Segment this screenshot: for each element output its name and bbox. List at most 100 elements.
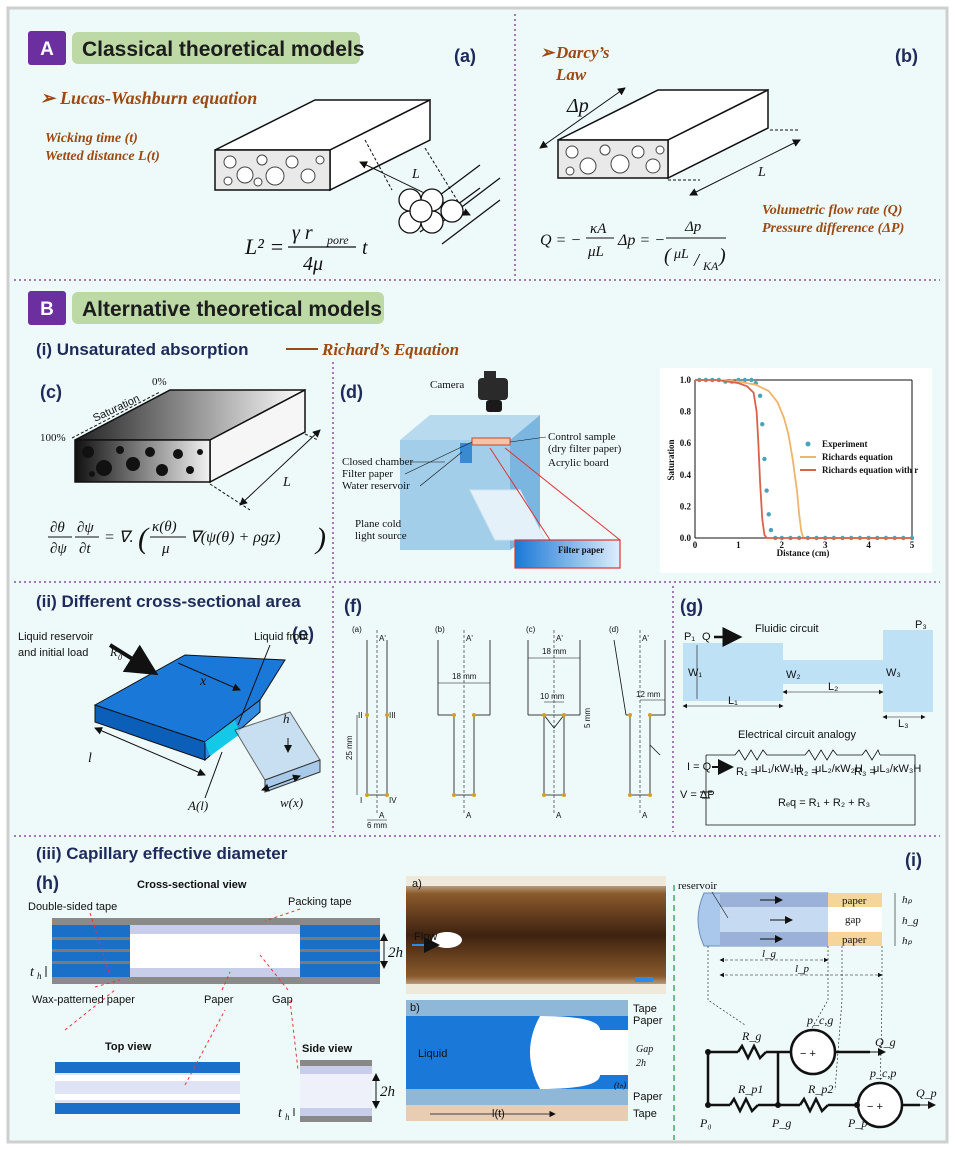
top-view-title: Top view	[105, 1041, 152, 1053]
closed-chamber-label: Closed chamber	[342, 456, 414, 468]
svg-text:p_c,g: p_c,g	[806, 1013, 833, 1027]
top-view: Top view	[55, 989, 240, 1114]
svg-text:L₁: L₁	[728, 695, 738, 707]
svg-text:hₚ: hₚ	[902, 935, 913, 947]
panel-h-label: (h)	[36, 873, 59, 893]
paper2-label: paper	[842, 934, 867, 946]
panel-b-dp: Δp	[566, 95, 589, 117]
camera-icon	[478, 378, 508, 400]
chart-point	[766, 512, 771, 517]
panel-b-var1: Volumetric flow rate (Q)	[762, 203, 902, 218]
section-a-badge	[28, 31, 66, 65]
gap-capillary-model: paper gap paper reservoir hₚ h_g hₚ l_g …	[678, 880, 937, 1130]
svg-text:h: h	[285, 1112, 290, 1122]
paper-label-bottom: Paper	[633, 1091, 663, 1103]
reservoir-label-1: Liquid reservoir	[18, 631, 94, 643]
panel-a-title: Lucas-Washburn equation	[59, 88, 257, 108]
svg-text:A': A'	[642, 634, 649, 643]
svg-text:(: (	[664, 245, 672, 267]
gap-label-right: Gap	[636, 1044, 653, 1055]
light-source-label-2: light source	[355, 530, 407, 542]
section-b-badge-text: B	[40, 299, 54, 320]
svg-text:P_p: P_p	[847, 1116, 867, 1130]
liquid-front-label: Liquid front	[254, 631, 308, 643]
chart-point	[760, 422, 765, 427]
double-tape-label: Double-sided tape	[28, 901, 117, 913]
wax-label: Wax-patterned paper	[32, 994, 135, 1006]
svg-text:P₁: P₁	[684, 631, 695, 643]
cross-title: Cross-sectional view	[137, 879, 247, 891]
reservoir-label: reservoir	[678, 880, 717, 892]
panel-d-label: (d)	[340, 382, 363, 402]
wx-label: w(x)	[280, 795, 303, 810]
svg-text:IV: IV	[389, 796, 397, 805]
svg-text:0: 0	[118, 653, 122, 662]
svg-text:l_p: l_p	[795, 963, 810, 975]
panel-b-title-1: Darcy’s	[555, 43, 610, 62]
camera-label: Camera	[430, 379, 464, 391]
h-label: h	[283, 711, 290, 726]
reservoir-label-2: and initial load	[18, 647, 88, 659]
svg-text:P₃: P₃	[915, 619, 927, 631]
tape-label-bottom: Tape	[633, 1108, 657, 1120]
chart-point	[768, 527, 774, 533]
svg-text:κ(θ): κ(θ)	[152, 519, 177, 535]
chart-ylabel: Saturation	[666, 439, 676, 480]
water-reservoir-label: Water reservoir	[342, 480, 410, 492]
chart-xtick-2: 2	[780, 540, 785, 550]
gap-label: Gap	[272, 994, 293, 1006]
svg-text:(d): (d)	[609, 625, 619, 634]
richards-equation: ∂θ ∂ψ ∂ψ ∂t = ∇. ( κ(θ) μ ∇(ψ(θ) + ρgz) …	[48, 519, 326, 557]
porous-block-a: L	[214, 98, 501, 245]
svg-text:∂θ: ∂θ	[50, 520, 65, 536]
2h-label: 2h	[388, 945, 403, 961]
chart-ytick-0.8: 0.8	[680, 407, 692, 417]
darcy-equation: Q = − κA μL Δp = − Δp ( μL / KA )	[540, 219, 726, 273]
chart-xtick-3: 3	[823, 540, 828, 550]
svg-text:V = ΔP: V = ΔP	[680, 789, 715, 801]
sub-i-title: (i) Unsaturated absorption	[36, 340, 249, 359]
paper1-label: paper	[842, 895, 867, 907]
svg-text:γ r: γ r	[292, 222, 313, 244]
section-b-badge	[28, 291, 66, 325]
svg-text:P₀: P₀	[699, 1116, 712, 1130]
side-view: Side view 2h t h	[278, 999, 395, 1122]
svg-text:Δp = −: Δp = −	[617, 232, 665, 249]
svg-text:(: (	[138, 522, 150, 555]
section-a-title: Classical theoretical models	[82, 38, 364, 61]
sub-iii-title: (iii) Capillary effective diameter	[36, 844, 288, 863]
svg-text:μL₁/κW₁H: μL₁/κW₁H	[755, 763, 802, 775]
panel-a-var1: Wicking time (t)	[45, 131, 138, 146]
svg-text:4μ: 4μ	[303, 253, 323, 275]
svg-text:W₃: W₃	[886, 667, 901, 679]
svg-text:R₂ =: R₂ =	[796, 766, 818, 778]
acrylic-label: Acrylic board	[548, 457, 609, 469]
svg-text:∇(ψ(θ) + ρgz): ∇(ψ(θ) + ρgz)	[190, 529, 281, 546]
panel-c-100pct: 100%	[40, 432, 66, 444]
svg-text:Δp: Δp	[684, 219, 702, 235]
sub-i-eq-name: Richard’s Equation	[321, 340, 459, 359]
chart-xtick-1: 1	[736, 540, 741, 550]
chart-point	[764, 488, 769, 493]
fluidic-label: Fluidic circuit	[755, 623, 819, 635]
svg-text:A': A'	[379, 634, 386, 643]
svg-text:L₂: L₂	[828, 681, 838, 693]
capillary-image: a) Flow b) Liquid l(t) Tape Paper Gap 2h…	[406, 876, 666, 1121]
svg-text:L₃: L₃	[898, 718, 909, 730]
svg-text:25 mm: 25 mm	[345, 735, 354, 760]
svg-text:5 mm: 5 mm	[583, 708, 592, 728]
paper-label-top: Paper	[633, 1015, 663, 1027]
svg-text:∂ψ: ∂ψ	[50, 541, 67, 557]
r0-label: R	[109, 645, 118, 659]
panel-f-label: (f)	[344, 596, 362, 616]
svg-text:− +: − +	[867, 1101, 883, 1113]
svg-text:A: A	[642, 811, 648, 820]
svg-text:∂t: ∂t	[79, 541, 91, 557]
svg-text:pore: pore	[326, 233, 349, 247]
svg-text:hₚ: hₚ	[902, 894, 913, 906]
panel-b-var2: Pressure difference (ΔP)	[762, 221, 904, 236]
svg-text:/: /	[693, 250, 701, 270]
svg-text:W₁: W₁	[688, 667, 702, 679]
